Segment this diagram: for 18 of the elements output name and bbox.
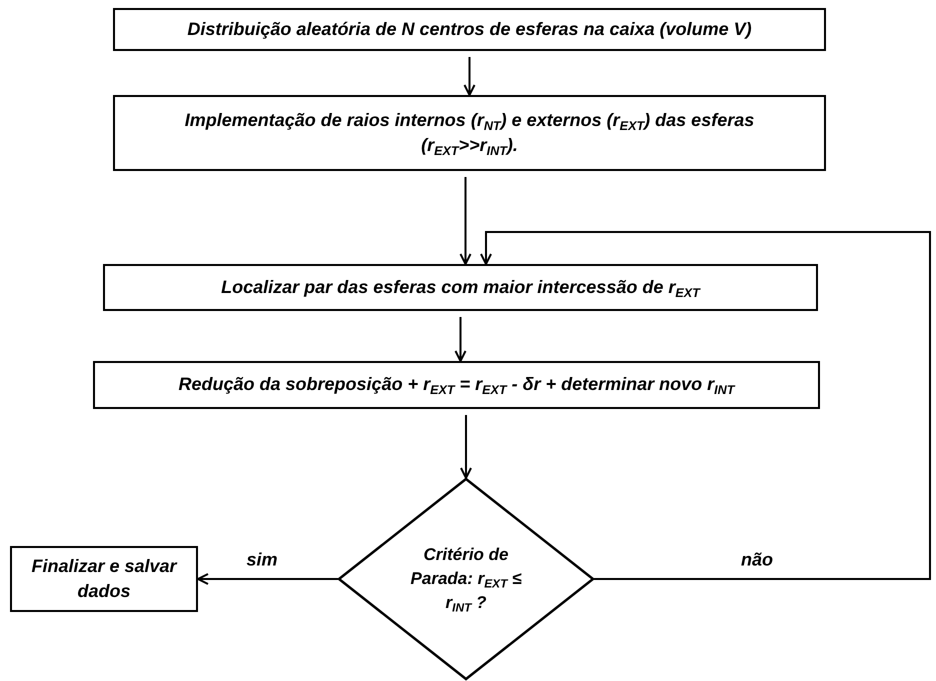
- node-text: Implementação de raios internos (r$_{NT}$) e externos (r$_{EXT}$) das esferas (r$_{EXT}$>>r$_{INT}$).: [184, 108, 756, 158]
- arrow: [460, 177, 472, 265]
- process-box: [103, 264, 818, 311]
- process-box: [10, 546, 198, 612]
- arrow: [197, 573, 338, 585]
- process-box: [113, 95, 826, 171]
- process-box: [93, 361, 820, 409]
- node-text: Redução da sobreposição + r$_{EXT}$ = r$_{EXT}$ - δr + determinar novo r$_{INT}$: [178, 373, 734, 398]
- node-text: Distribuição aleatória de N centros de esferas na caixa (volume V): [187, 18, 752, 41]
- node-text: Critério de Parada: r$_{EXT}$ ≤ r$_{INT}$ ?: [410, 544, 522, 615]
- arrow: [454, 317, 466, 362]
- node-text: Localizar par das esferas com maior intercessão de r$_{EXT}$: [221, 276, 700, 300]
- arrow: [460, 415, 472, 479]
- arrow: [480, 231, 931, 580]
- decision-diamond: [336, 477, 596, 681]
- process-box: [113, 8, 826, 51]
- node-text: Finalizar e salvar dados: [30, 554, 178, 603]
- arrow: [464, 57, 476, 96]
